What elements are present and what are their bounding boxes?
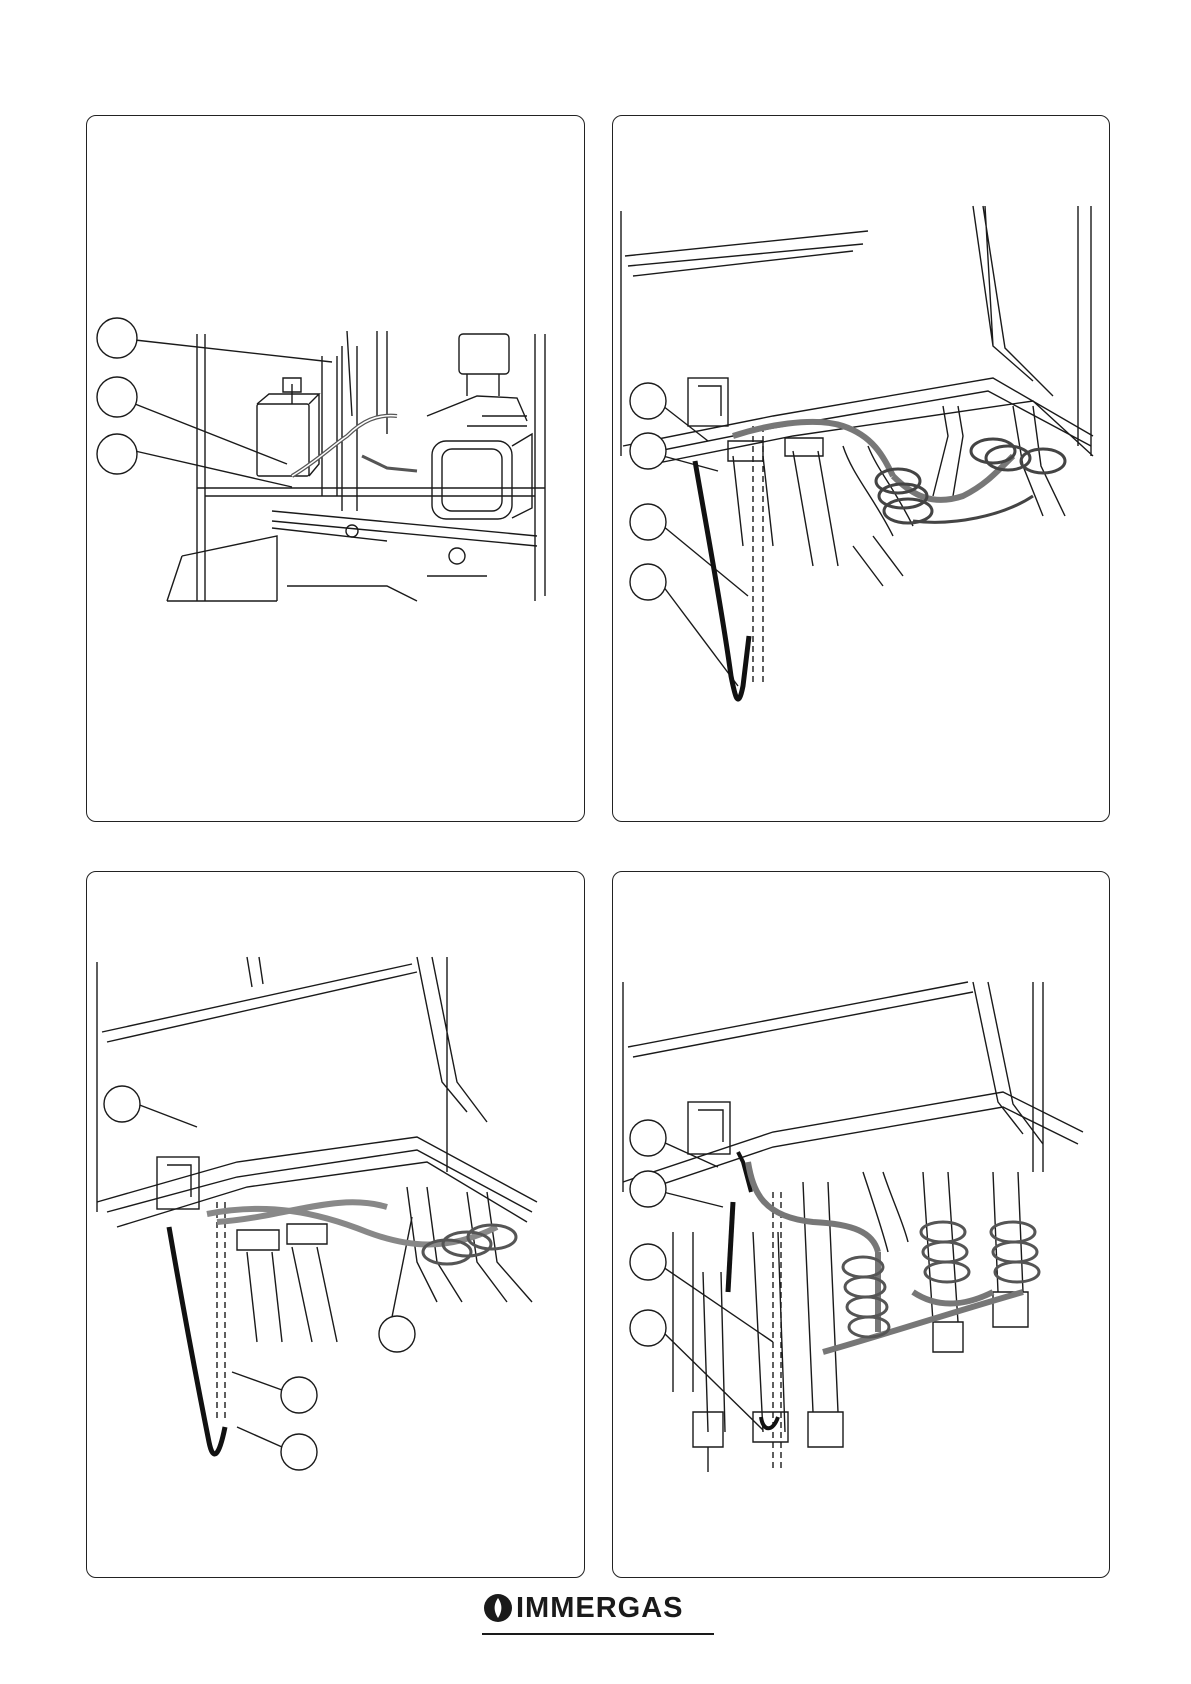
callout-4 xyxy=(281,1434,317,1470)
callout-2 xyxy=(630,1171,666,1207)
flame-drop-icon xyxy=(482,1588,516,1628)
panel-bottom-right xyxy=(612,871,1110,1578)
callout-4 xyxy=(630,1310,666,1346)
brand-name: IMMERGAS xyxy=(516,1592,684,1625)
cable-routing-drawing-2 xyxy=(87,872,584,1577)
cable-routing-drawing-1 xyxy=(613,116,1109,821)
callout-3 xyxy=(630,1244,666,1280)
callout-1 xyxy=(97,318,137,358)
callout-3 xyxy=(281,1377,317,1413)
callout-1 xyxy=(630,1120,666,1156)
pump-detail-drawing xyxy=(87,116,584,821)
callout-1 xyxy=(104,1086,140,1122)
cable-routing-drawing-3 xyxy=(613,872,1109,1577)
callout-3 xyxy=(97,434,137,474)
callout-3 xyxy=(630,504,666,540)
callout-2 xyxy=(97,377,137,417)
panel-bottom-left xyxy=(86,871,585,1578)
panel-top-left xyxy=(86,115,585,822)
brand-logo: IMMERGAS xyxy=(482,1588,714,1644)
callout-1 xyxy=(630,383,666,419)
callout-2 xyxy=(379,1316,415,1352)
panel-top-right xyxy=(612,115,1110,822)
callout-4 xyxy=(630,564,666,600)
callout-2 xyxy=(630,433,666,469)
